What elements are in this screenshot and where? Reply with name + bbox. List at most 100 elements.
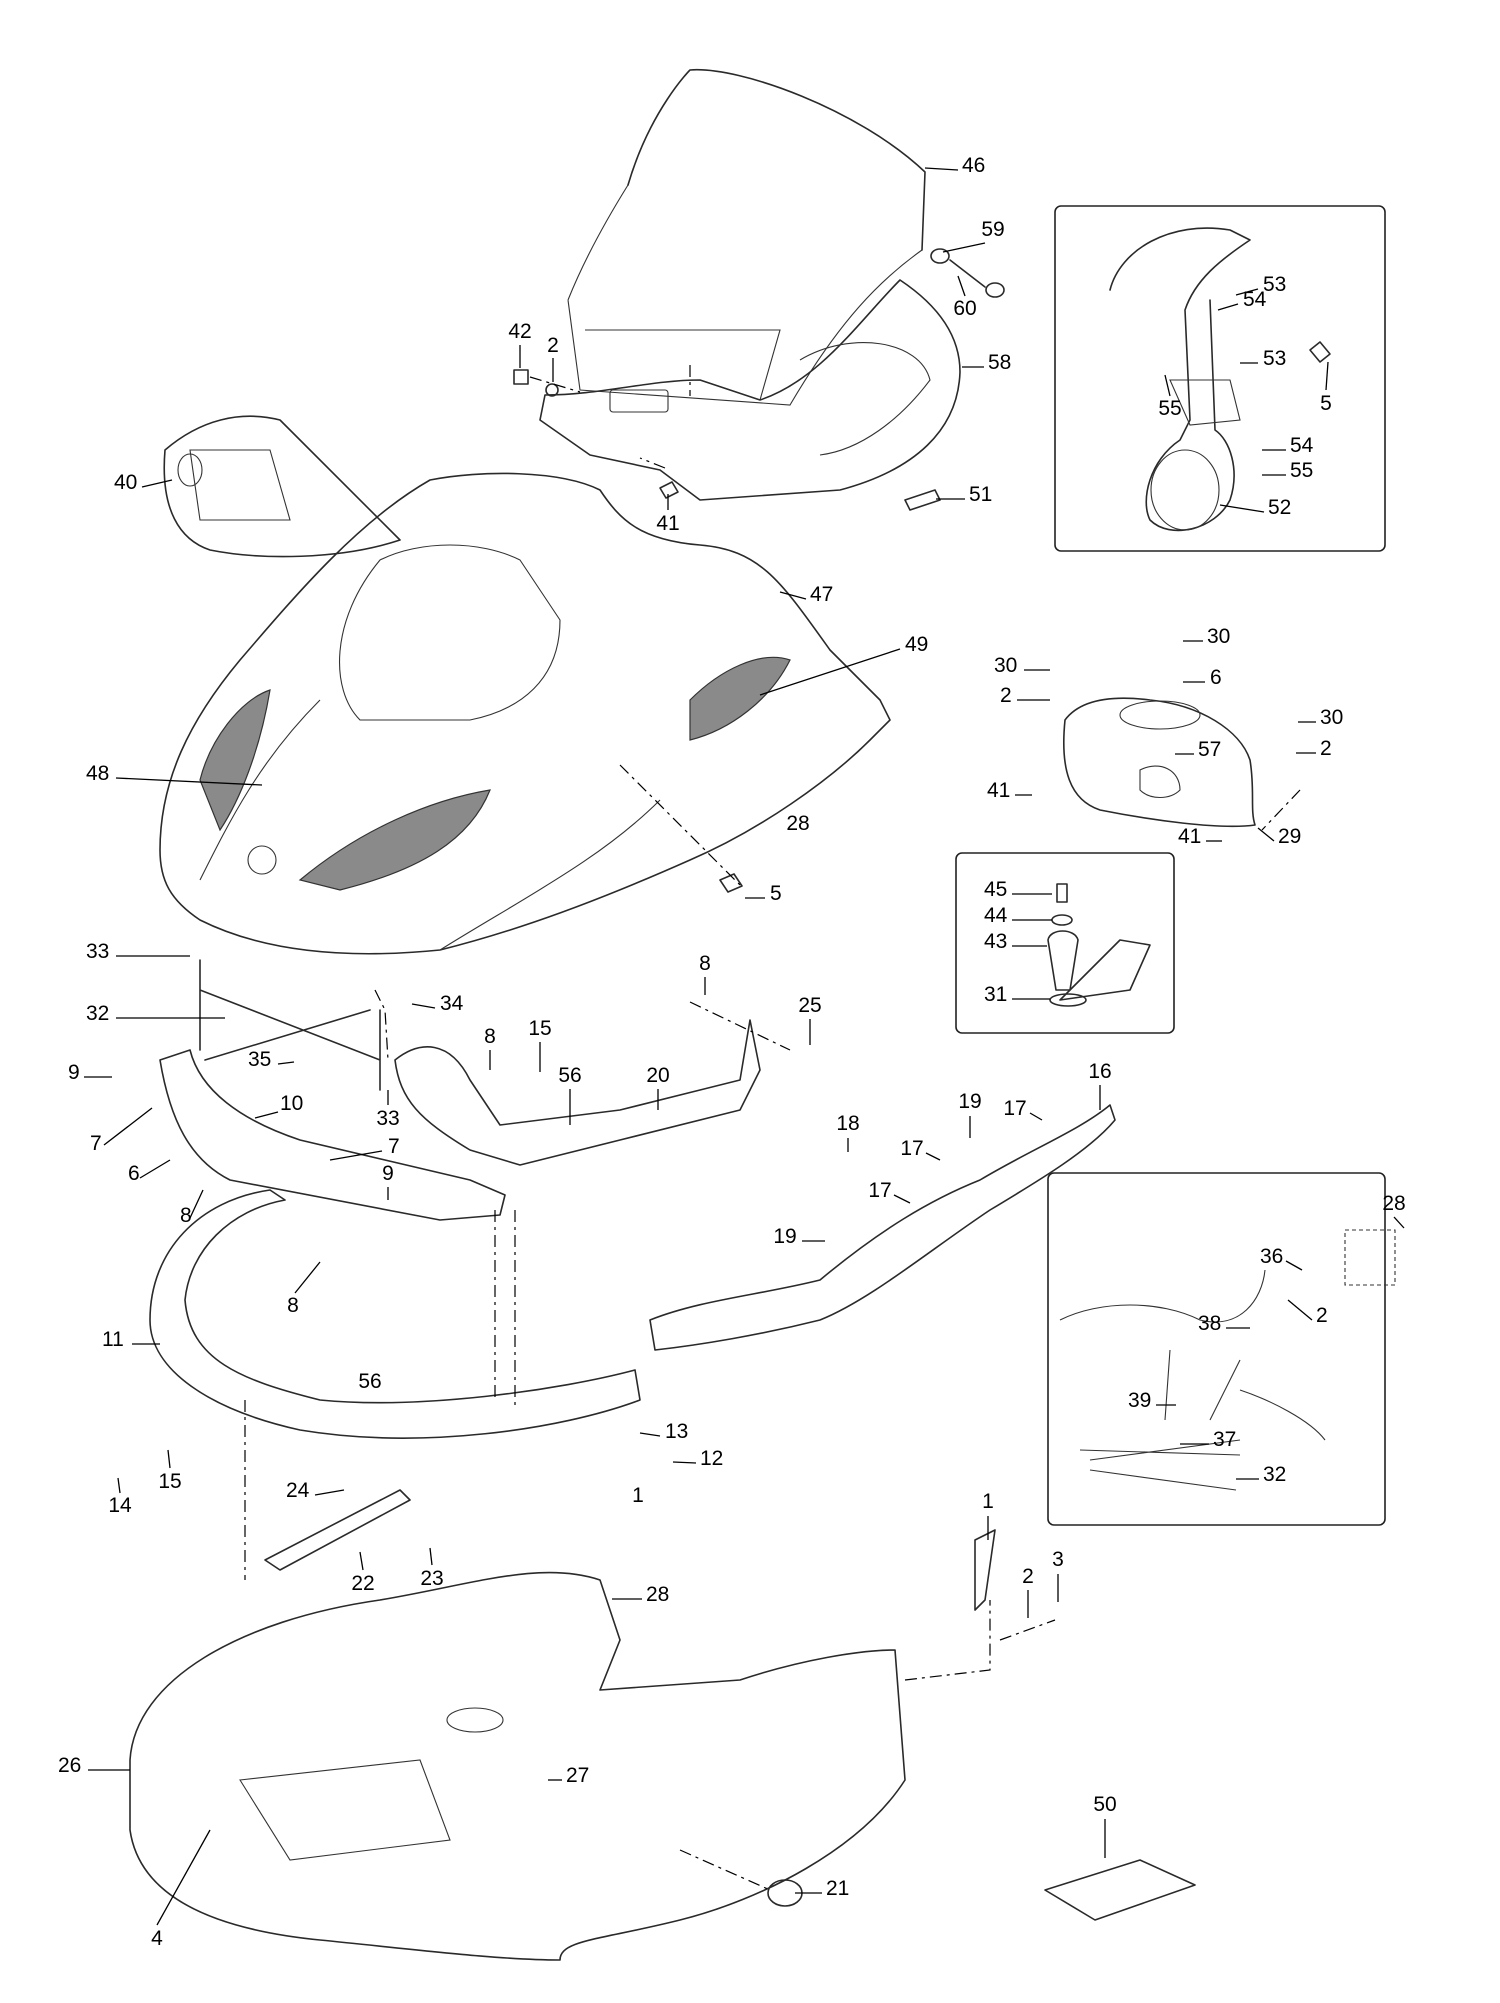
callout-label-2: 2	[1022, 1565, 1034, 1588]
callout-label-21: 21	[826, 1877, 849, 1900]
callout-label-2: 2	[1316, 1304, 1328, 1327]
callout-leader-10	[254, 1111, 279, 1119]
nose-cone-bracket	[1062, 697, 1256, 828]
callout-label-46: 46	[962, 154, 985, 177]
callout-label-53: 53	[1263, 273, 1286, 296]
callout-label-17: 17	[868, 1179, 891, 1202]
callout-label-15: 15	[158, 1470, 181, 1493]
callout-label-57: 57	[1198, 738, 1221, 761]
callout-leader-54	[1217, 303, 1239, 311]
callout-label-55: 55	[1290, 459, 1313, 482]
callout-label-10: 10	[280, 1092, 303, 1115]
callout-label-54: 54	[1290, 434, 1314, 457]
callout-label-55: 55	[1158, 397, 1181, 420]
callout-leader-47	[779, 591, 807, 600]
callout-label-54: 54	[1243, 288, 1267, 311]
callout-leader-59	[942, 242, 986, 253]
callout-leader-14	[117, 1477, 121, 1494]
inset-frame-nose-cone	[955, 852, 1175, 1034]
callout-label-60: 60	[953, 297, 976, 320]
callout-leader-17	[925, 1152, 941, 1161]
callout-label-7: 7	[90, 1132, 102, 1155]
callout-label-52: 52	[1268, 496, 1291, 519]
callout-leader-49	[759, 648, 901, 696]
callout-leader-8	[189, 1189, 204, 1219]
callout-label-41: 41	[656, 512, 679, 535]
callout-label-30: 30	[1320, 706, 1343, 729]
headlight-assembly	[1109, 227, 1331, 532]
lower-bracket	[264, 1489, 411, 1571]
callout-leader-22	[359, 1551, 364, 1571]
callout-leader-6	[139, 1159, 171, 1179]
callout-label-35: 35	[248, 1048, 271, 1071]
wind-deflector	[539, 279, 961, 501]
callout-label-22: 22	[351, 1572, 374, 1595]
callout-label-6: 6	[1210, 666, 1222, 689]
callout-label-4: 4	[151, 1927, 163, 1950]
callout-label-14: 14	[108, 1494, 132, 1517]
callout-label-17: 17	[900, 1137, 923, 1160]
callout-label-27: 27	[566, 1764, 589, 1787]
callout-label-44: 44	[984, 904, 1008, 927]
assembly-lines	[244, 365, 1301, 1891]
deflector-fasteners	[513, 248, 1005, 511]
callout-label-20: 20	[646, 1064, 669, 1087]
callout-label-8: 8	[180, 1204, 192, 1227]
callout-label-2: 2	[1000, 684, 1012, 707]
callout-leader-2	[1287, 1299, 1313, 1321]
callout-label-41: 41	[1178, 825, 1201, 848]
callout-label-32: 32	[86, 1002, 109, 1025]
callout-label-45: 45	[984, 878, 1007, 901]
callout-leader-28	[1393, 1216, 1405, 1229]
callout-label-28: 28	[786, 812, 809, 835]
callout-label-12: 12	[700, 1447, 723, 1470]
callout-label-26: 26	[58, 1754, 81, 1777]
callout-label-8: 8	[287, 1294, 299, 1317]
wiring-harness	[1059, 1229, 1396, 1491]
callout-label-1: 1	[982, 1490, 994, 1513]
callout-label-6: 6	[128, 1162, 140, 1185]
hood	[159, 472, 891, 955]
side-rail	[649, 1104, 1116, 1351]
callout-leader-7	[103, 1107, 153, 1146]
callout-label-38: 38	[1198, 1312, 1221, 1335]
callout-label-39: 39	[1128, 1389, 1151, 1412]
callout-leader-13	[639, 1432, 661, 1437]
callout-label-28: 28	[1382, 1192, 1405, 1215]
callout-label-8: 8	[699, 952, 711, 975]
callout-label-7: 7	[388, 1135, 400, 1158]
belly-pan	[129, 1571, 906, 1961]
callout-label-11: 11	[102, 1328, 124, 1351]
callout-label-33: 33	[376, 1107, 399, 1130]
callout-label-31: 31	[984, 983, 1007, 1006]
callout-label-2: 2	[547, 334, 559, 357]
callout-leader-24	[314, 1489, 345, 1496]
callout-label-42: 42	[508, 320, 531, 343]
callout-label-1: 1	[632, 1484, 644, 1507]
callout-label-47: 47	[810, 583, 833, 606]
callout-label-51: 51	[969, 483, 992, 506]
callout-label-32: 32	[1263, 1463, 1286, 1486]
callout-label-5: 5	[770, 882, 782, 905]
callout-label-56: 56	[358, 1370, 381, 1393]
center-bracket	[394, 1019, 761, 1166]
callout-leader-7	[329, 1150, 383, 1161]
callout-label-37: 37	[1213, 1428, 1236, 1451]
callout-leader-55	[1164, 374, 1171, 397]
callout-label-36: 36	[1260, 1245, 1283, 1268]
callout-label-40: 40	[114, 471, 137, 494]
windshield	[567, 68, 926, 406]
callout-leader-34	[411, 1003, 436, 1009]
callout-label-33: 33	[86, 940, 109, 963]
callout-label-9: 9	[382, 1162, 394, 1185]
callout-label-29: 29	[1278, 825, 1301, 848]
callout-leader-46	[924, 167, 959, 171]
callout-label-25: 25	[798, 994, 821, 1017]
callout-label-8: 8	[484, 1025, 496, 1048]
callout-label-18: 18	[836, 1112, 859, 1135]
callout-label-13: 13	[665, 1420, 688, 1443]
callout-leader-8	[294, 1261, 321, 1294]
callout-leader-48	[115, 777, 263, 786]
